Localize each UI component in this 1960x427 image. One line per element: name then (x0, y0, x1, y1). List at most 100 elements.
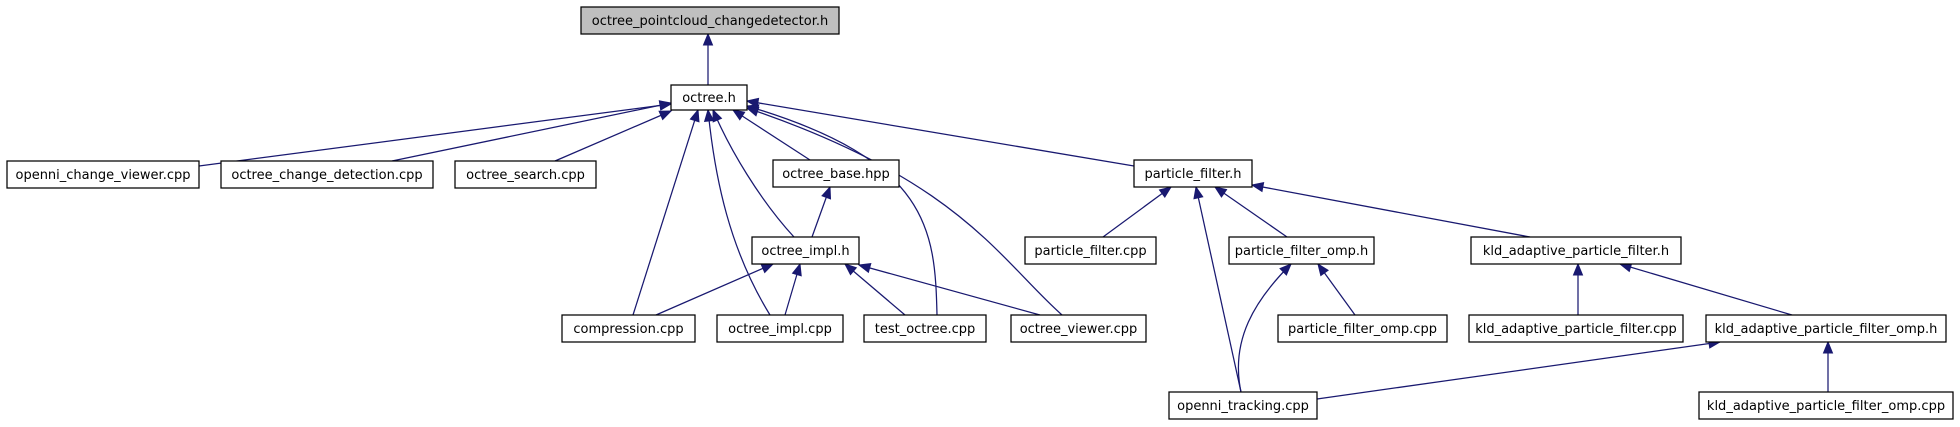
edge-line (746, 105, 938, 316)
node-octree-viewer[interactable]: octree_viewer.cpp (1010, 314, 1147, 343)
node-octree-base[interactable]: octree_base.hpp (772, 159, 900, 188)
node-label: octree.h (682, 91, 736, 106)
edge-line (1195, 186, 1242, 393)
edge-line (1251, 184, 1531, 238)
edge-octree_impl_cpp-to-octree_h (703, 108, 771, 316)
node-label: kld_adaptive_particle_filter.h (1483, 244, 1669, 259)
node-kld-omp-cpp[interactable]: kld_adaptive_particle_filter_omp.cpp (1698, 391, 1954, 420)
node-openni-change-viewer[interactable]: openni_change_viewer.cpp (6, 160, 200, 189)
node-octree-h[interactable]: octree.h (670, 84, 748, 111)
edge-kld_h-to-particle_filter_h (1250, 181, 1531, 238)
edge-openni_change_viewer-to-octree_h (198, 100, 673, 167)
arrowhead-icon (1193, 185, 1204, 200)
edge-openni_tracking-to-particle_filter_omp_h (1237, 263, 1292, 393)
node-label: particle_filter_omp.h (1235, 244, 1369, 259)
edge-octree_viewer-to-octree_impl_h (857, 263, 1041, 316)
edge-line (844, 263, 906, 316)
edge-octree_impl_h-to-octree_h (712, 108, 795, 238)
node-particle-filter-omp-h[interactable]: particle_filter_omp.h (1228, 236, 1375, 265)
node-octree-impl-cpp[interactable]: octree_impl.cpp (716, 314, 844, 343)
edge-octree_impl_h-to-octree_base (811, 185, 832, 238)
edge-line (655, 263, 774, 316)
node-label: particle_filter_omp.cpp (1288, 322, 1437, 337)
edge-particle_filter_h-to-octree_h (745, 97, 1135, 167)
arrowhead-icon (1279, 263, 1292, 276)
node-box (1277, 314, 1448, 343)
node-label: kld_adaptive_particle_filter_omp.cpp (1707, 399, 1945, 414)
edge-line (632, 109, 699, 316)
node-octree-search[interactable]: octree_search.cpp (454, 160, 597, 189)
node-box (772, 159, 900, 188)
node-root: octree_pointcloud_changedetector.h (580, 6, 840, 35)
arrowhead-icon (658, 100, 673, 111)
node-box (716, 314, 844, 343)
node-kld-cpp[interactable]: kld_adaptive_particle_filter.cpp (1468, 314, 1684, 343)
edge-test_octree-to-octree_impl_h (843, 263, 906, 316)
node-box (1470, 236, 1682, 265)
arrowhead-icon (1572, 262, 1584, 276)
node-label: octree_base.hpp (782, 167, 890, 182)
node-box (6, 160, 200, 189)
node-box (454, 160, 597, 189)
arrowhead-icon (1822, 340, 1834, 354)
node-particle-filter-cpp[interactable]: particle_filter.cpp (1024, 236, 1157, 265)
edge-line (746, 107, 1063, 316)
node-label: compression.cpp (573, 322, 683, 337)
edge-particle_filter_omp_h-to-particle_filter_h (1213, 186, 1288, 238)
node-box (751, 236, 860, 265)
node-octree-impl-h[interactable]: octree_impl.h (751, 236, 860, 265)
node-box (1468, 314, 1684, 343)
node-box (1168, 391, 1318, 420)
node-octree-change-detection[interactable]: octree_change_detection.cpp (220, 160, 434, 189)
edges-layer (198, 32, 1834, 400)
arrowhead-icon (731, 109, 746, 121)
arrowhead-icon (857, 263, 872, 274)
node-box (220, 160, 434, 189)
node-kld-omp-h[interactable]: kld_adaptive_particle_filter_omp.h (1705, 314, 1947, 343)
node-openni-tracking[interactable]: openni_tracking.cpp (1168, 391, 1318, 420)
node-label: particle_filter.h (1145, 167, 1242, 182)
arrowhead-icon (745, 106, 760, 117)
nodes-layer: octree_pointcloud_changedetector.hoctree… (6, 6, 1954, 420)
node-box (580, 6, 840, 35)
node-test-octree[interactable]: test_octree.cpp (863, 314, 987, 343)
edge-line (1102, 186, 1172, 238)
arrowhead-icon (1250, 181, 1265, 193)
edge-line (1214, 186, 1288, 238)
node-compression[interactable]: compression.cpp (561, 314, 696, 343)
arrowhead-icon (689, 108, 700, 123)
edge-octree_h-to-root (702, 32, 714, 85)
node-label: openni_tracking.cpp (1177, 399, 1309, 414)
arrowhead-icon (712, 108, 723, 123)
edge-particle_filter_cpp-to-particle_filter_h (1102, 186, 1173, 238)
edge-octree_base-to-octree_h (731, 109, 811, 161)
edge-octree_impl_cpp-to-octree_impl_h (784, 262, 802, 316)
node-label: octree_change_detection.cpp (231, 168, 422, 183)
arrowhead-icon (658, 110, 673, 121)
node-box (1705, 314, 1947, 343)
node-box (1228, 236, 1375, 265)
edge-line (554, 110, 672, 162)
node-particle-filter-h[interactable]: particle_filter.h (1133, 159, 1253, 188)
arrowhead-icon (791, 262, 802, 277)
edge-kld_cpp-to-kld_h (1572, 262, 1584, 315)
node-kld-h[interactable]: kld_adaptive_particle_filter.h (1470, 236, 1682, 265)
edge-line (1237, 263, 1292, 393)
arrowhead-icon (760, 263, 775, 274)
node-label: octree_pointcloud_changedetector.h (592, 14, 829, 29)
node-box (1133, 159, 1253, 188)
node-box (1010, 314, 1147, 343)
edge-line (707, 109, 771, 316)
edge-octree_search-to-octree_h (554, 110, 673, 162)
edge-octree_change_detection-to-octree_h (391, 100, 673, 162)
edge-line (1316, 341, 1721, 400)
arrowhead-icon (1317, 262, 1329, 277)
node-particle-filter-omp-cpp[interactable]: particle_filter_omp.cpp (1277, 314, 1448, 343)
node-label: kld_adaptive_particle_filter.cpp (1475, 322, 1677, 337)
edge-kld_omp_h-to-kld_h (1618, 262, 1793, 316)
edge-line (732, 109, 811, 161)
node-label: openni_change_viewer.cpp (15, 168, 190, 183)
node-label: octree_viewer.cpp (1020, 322, 1138, 337)
edge-particle_filter_omp_cpp-to-particle_filter_omp_h (1317, 262, 1356, 316)
